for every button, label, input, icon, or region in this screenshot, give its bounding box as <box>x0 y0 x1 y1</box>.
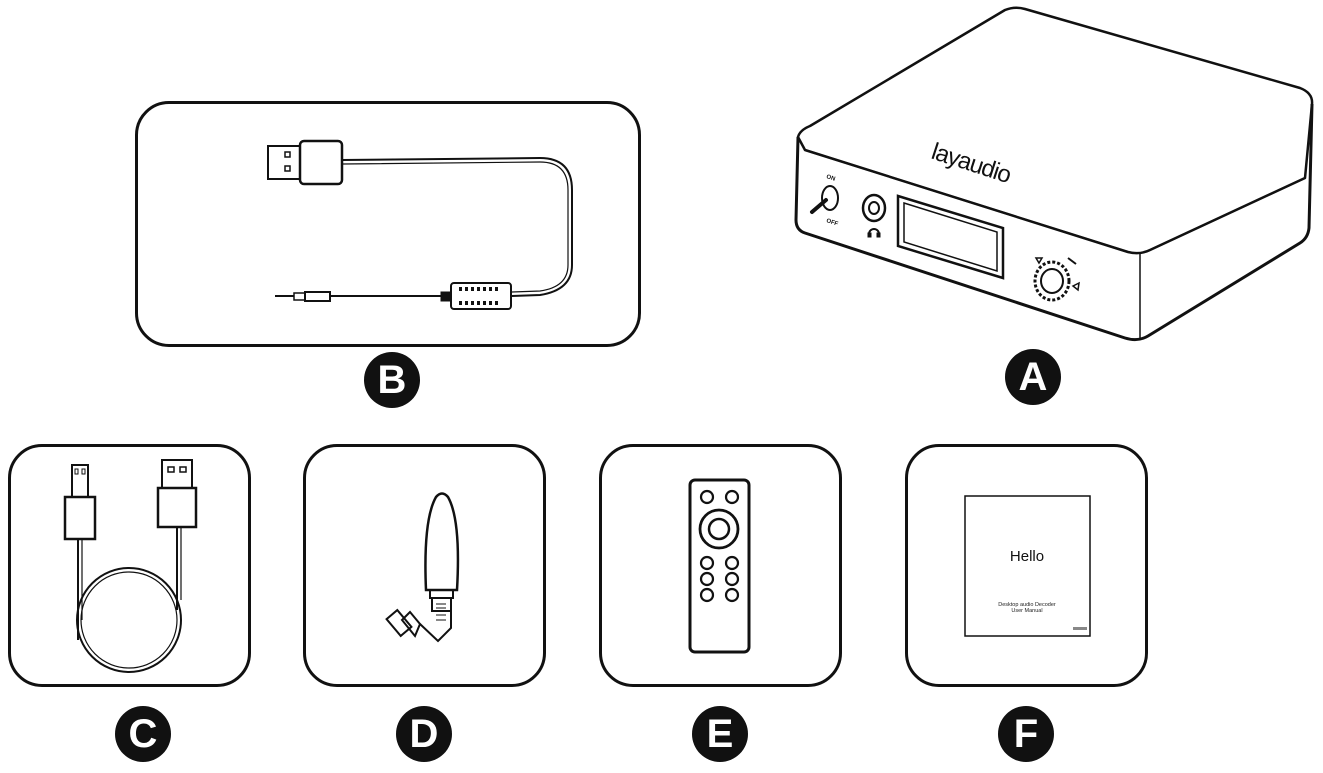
panel-f <box>905 444 1148 687</box>
badge-f: F <box>998 706 1054 762</box>
panel-e <box>599 444 842 687</box>
badge-b: B <box>364 352 420 408</box>
badge-a: A <box>1005 349 1061 405</box>
switch-off-label: OFF <box>825 218 839 228</box>
panel-d <box>303 444 546 687</box>
badge-c: C <box>115 706 171 762</box>
panel-b <box>135 101 641 347</box>
badge-d: D <box>396 706 452 762</box>
panel-c <box>8 444 251 687</box>
badge-e: E <box>692 706 748 762</box>
brand-logo: layaudio <box>928 138 1014 189</box>
switch-on-label: ON <box>825 174 835 182</box>
